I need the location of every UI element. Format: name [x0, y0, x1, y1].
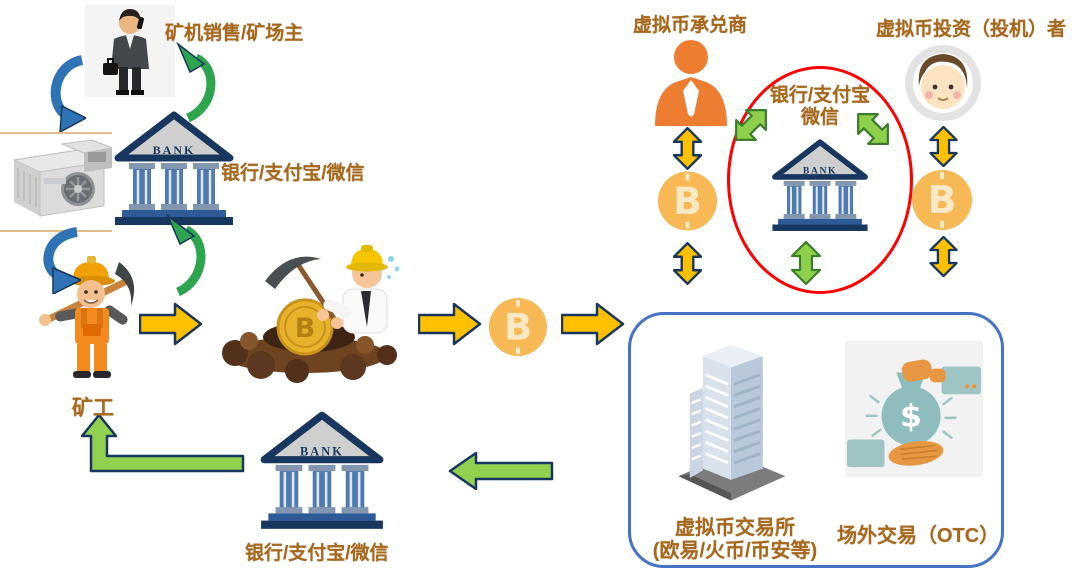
arrow-miner-to-digging	[139, 302, 203, 346]
bitcoin-coin-left: B	[656, 168, 719, 234]
bank-sign-text: BANK	[153, 143, 196, 157]
coin-letter: B	[673, 179, 702, 223]
arrow-bank-to-miner	[80, 414, 246, 476]
bank-sign-text: BANK	[300, 445, 344, 459]
bank-icon: BANK	[772, 139, 868, 231]
acceptor-label: 虚拟币承兑商	[633, 15, 748, 36]
investor-face-icon	[905, 45, 981, 121]
bank-icon: BANK	[260, 411, 384, 529]
bank-top-label: 银行/支付宝/微信	[221, 163, 365, 184]
skyscraper-icon	[678, 344, 786, 501]
bitcoin-coin-middle: B	[487, 296, 549, 358]
investor-label: 虚拟币投资（投机）者	[876, 19, 1067, 40]
miner-seller-image	[85, 5, 175, 97]
arrow-digging-to-coin	[418, 302, 482, 346]
miner-icon	[39, 256, 135, 378]
exchange-label: 虚拟币交易所 (欧易/火币/币安等)	[635, 517, 835, 563]
bank-bottom-label: 银行/支付宝/微信	[245, 543, 389, 564]
hub-label-line1: 银行/支付宝	[769, 85, 871, 106]
exchange-label-line2: (欧易/火币/币安等)	[652, 540, 818, 562]
asic-miner-icon	[12, 139, 114, 217]
arrow-investor-coin	[929, 126, 958, 167]
acceptor-image	[650, 38, 732, 126]
arrow-coin-exchange-left	[673, 242, 702, 285]
digging-bitcoin-icon: B	[222, 245, 400, 383]
otc-label: 场外交易（OTC）	[837, 525, 1000, 547]
miner-label: 矿工	[72, 397, 114, 420]
coin-letter: B	[928, 178, 957, 222]
arrow-seller-to-machine	[42, 52, 86, 132]
hub-bank-image: BANK	[770, 135, 870, 235]
otc-money-hands-icon: $	[846, 359, 982, 468]
buried-coin-letter: B	[295, 313, 316, 344]
hub-label-line2: 微信	[800, 107, 839, 128]
bitcoin-coin-right: B	[910, 167, 974, 233]
arrow-exchange-to-bank	[448, 452, 554, 490]
arrow-miner-to-bank	[164, 212, 208, 298]
otc-image: $	[845, 341, 983, 477]
arrow-coin-to-exchange	[561, 302, 625, 346]
arrow-acceptor-coin	[673, 127, 702, 170]
person-on-phone-icon	[103, 9, 149, 95]
investor-avatar	[904, 44, 982, 122]
digging-person-image: B	[205, 237, 417, 385]
arrow-hub-acceptor	[724, 98, 778, 152]
orange-person-icon	[655, 40, 727, 126]
bank-sign-text: BANK	[803, 166, 837, 177]
arrow-machine-to-miner	[33, 226, 81, 294]
arrow-hub-investor	[846, 102, 900, 156]
exchange-box: $ 虚拟币交易所 (欧易/火币/币安等) 场外交易（OTC）	[628, 312, 1004, 568]
payment-hub-label: 银行/支付宝 微信	[730, 85, 910, 129]
exchange-building-image	[671, 323, 791, 513]
dollar-sign: $	[900, 399, 922, 435]
miner-seller-label: 矿机销售/矿场主	[165, 23, 304, 44]
mining-machine-image	[0, 132, 118, 232]
arrow-bank-to-seller	[176, 42, 218, 124]
arrow-hub-exchange	[791, 240, 821, 286]
bank-bottom-image: BANK	[258, 408, 386, 532]
coin-letter: B	[504, 306, 532, 349]
exchange-label-line1: 虚拟币交易所	[675, 517, 795, 539]
arrow-coin-exchange-right	[929, 236, 958, 277]
